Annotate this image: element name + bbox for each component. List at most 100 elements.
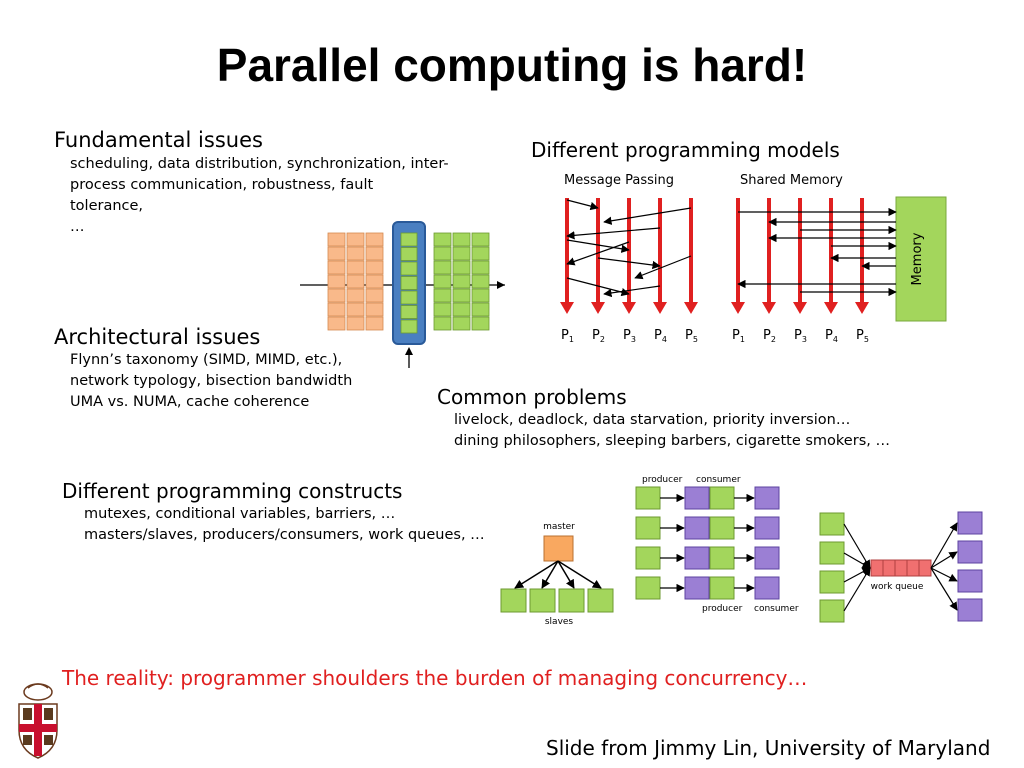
consumer-box: [957, 598, 983, 622]
orange-cell: [346, 232, 365, 247]
architectural-line: UMA vs. NUMA, cache coherence: [70, 394, 310, 410]
slave-box: [587, 588, 614, 613]
green-cell: [433, 316, 452, 331]
green-cell: [452, 302, 471, 317]
architectural-line: network typology, bisection bandwidth: [70, 373, 353, 389]
consumer-box: [684, 576, 710, 600]
producer-box: [635, 546, 661, 570]
producer-top-label: producer: [642, 475, 683, 485]
green-cell: [471, 316, 490, 331]
memory-block: [895, 196, 947, 322]
common-line: livelock, deadlock, data starvation, pri…: [454, 412, 851, 428]
message-arrow: [566, 227, 661, 240]
architectural-details: Flynn’s taxonomy (SIMD, MIMD, etc.), net…: [70, 350, 390, 413]
master-box: [543, 535, 574, 562]
orange-cell: [327, 316, 346, 331]
queue-slot: [894, 559, 908, 577]
consumer-box: [957, 511, 983, 535]
message-passing-label: Message Passing: [564, 173, 674, 188]
green-cell: [433, 246, 452, 261]
consumer-box: [684, 516, 710, 540]
queue-slot: [870, 559, 884, 577]
logo-bear-crest: [23, 683, 53, 701]
slide-title: Parallel computing is hard!: [216, 39, 808, 91]
slide-credit: Slide from Jimmy Lin, University of Mary…: [546, 736, 991, 760]
message-arrow: [597, 257, 661, 270]
dequeue-arrow: [930, 522, 958, 569]
process-arrowhead: [622, 302, 636, 314]
process-arrowhead: [653, 302, 667, 314]
orange-cell: [365, 232, 384, 247]
work-queue-label: work queue: [871, 582, 924, 592]
master-to-slave-arrow: [541, 560, 559, 589]
message-arrow: [566, 239, 630, 253]
processor-label: P4: [825, 328, 838, 344]
pipeline-grid-diagram: [300, 221, 505, 368]
orange-cell: [365, 274, 384, 289]
processor-label: P5: [685, 328, 698, 344]
processor-label: P2: [763, 328, 776, 344]
master-label: master: [543, 522, 575, 532]
orange-cell: [365, 246, 384, 261]
producer-box: [635, 486, 661, 510]
dequeue-arrow: [930, 551, 958, 569]
orange-cell: [327, 246, 346, 261]
master-to-slave-arrow: [557, 560, 575, 589]
process-arrowhead: [793, 302, 807, 314]
orange-cell: [327, 274, 346, 289]
constructs-line: masters/slaves, producers/consumers, wor…: [84, 527, 485, 543]
processor-label: P3: [794, 328, 807, 344]
green-cell: [452, 316, 471, 331]
green-cell: [452, 246, 471, 261]
consumer-box: [754, 516, 780, 540]
work-queue-grid: [819, 511, 983, 623]
models-heading: Different programming models: [531, 138, 840, 162]
process-arrowhead: [855, 302, 869, 314]
fundamental-line: scheduling, data distribution, synchroni…: [70, 156, 449, 172]
processor-label: P5: [856, 328, 869, 344]
common-line: dining philosophers, sleeping barbers, c…: [454, 433, 890, 449]
processor-label: P2: [592, 328, 605, 344]
producer-box: [819, 541, 845, 565]
green-cell: [400, 247, 418, 261]
architectural-heading: Architectural issues: [54, 325, 261, 349]
producer-box: [819, 599, 845, 623]
orange-cell: [346, 316, 365, 331]
process-arrowhead: [591, 302, 605, 314]
message-arrow: [603, 285, 661, 298]
fundamental-line: process communication, robustness, fault…: [70, 177, 374, 214]
orange-cell: [327, 232, 346, 247]
message-passing-messages: [566, 199, 692, 298]
green-cell: [400, 319, 418, 334]
message-arrow: [634, 255, 692, 280]
orange-cell: [365, 288, 384, 303]
green-cell: [433, 260, 452, 275]
producer-box: [635, 576, 661, 600]
green-cell: [452, 288, 471, 303]
consumer-box: [684, 486, 710, 510]
green-cell: [433, 232, 452, 247]
green-cell: [433, 274, 452, 289]
process-arrowhead: [824, 302, 838, 314]
dequeue-arrow: [930, 567, 958, 611]
orange-cell: [327, 260, 346, 275]
orange-cell: [346, 302, 365, 317]
university-shield-logo: [18, 683, 58, 759]
green-cell: [471, 246, 490, 261]
producer-box: [709, 486, 735, 510]
message-arrow: [603, 207, 692, 225]
queue-slot: [906, 559, 920, 577]
green-grid: [433, 232, 490, 331]
process-arrowhead: [684, 302, 698, 314]
green-cell: [471, 288, 490, 303]
green-cell: [433, 288, 452, 303]
fundamental-heading: Fundamental issues: [54, 128, 263, 152]
orange-cell: [346, 260, 365, 275]
architectural-line: Flynn’s taxonomy (SIMD, MIMD, etc.),: [70, 352, 343, 368]
consumer-box: [754, 546, 780, 570]
consumer-bottom-label: consumer: [754, 604, 799, 614]
shared-memory-label: Shared Memory: [740, 173, 843, 188]
orange-cell: [365, 260, 384, 275]
